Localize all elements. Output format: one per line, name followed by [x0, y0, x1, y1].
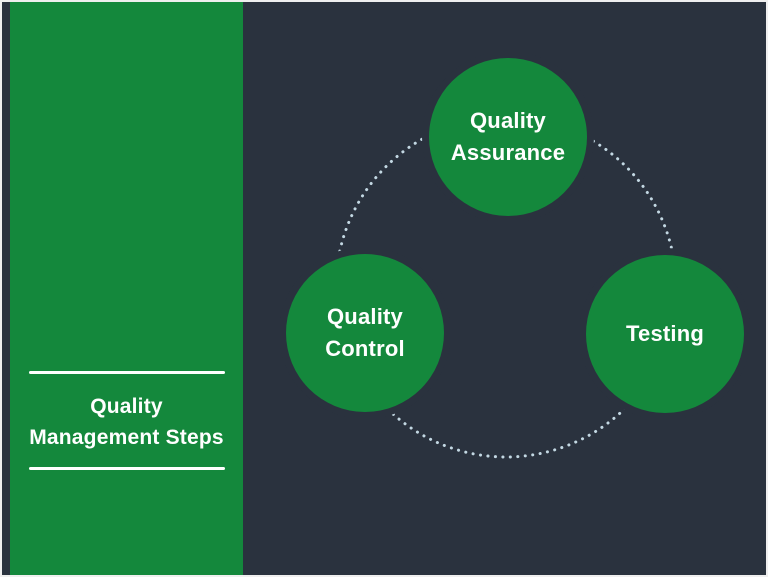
- title-block: Quality Management Steps: [10, 371, 243, 470]
- page-title: Quality Management Steps: [29, 395, 224, 449]
- node-quality-control: Quality Control: [286, 254, 444, 412]
- divider-top: [28, 371, 225, 374]
- title-panel: Quality Management Steps: [10, 2, 243, 575]
- divider-bottom: [28, 467, 225, 470]
- node-testing: Testing: [586, 255, 744, 413]
- node-quality-assurance: Quality Assurance: [429, 58, 587, 216]
